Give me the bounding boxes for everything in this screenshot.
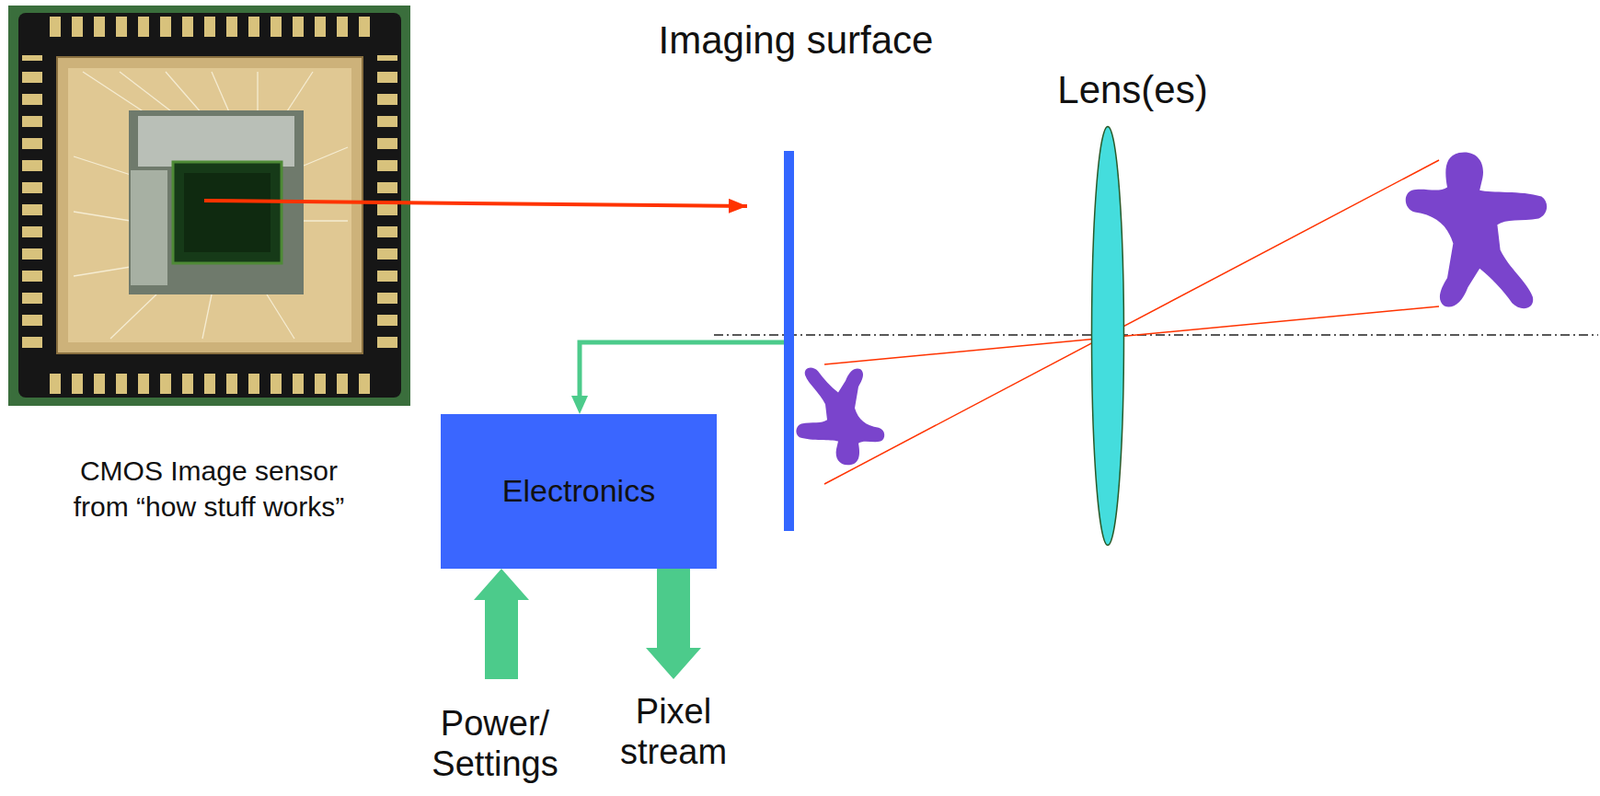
signal-connector [579, 342, 784, 396]
imaging-surface-bar: Imaging surface [783, 150, 795, 531]
light-ray [824, 306, 1439, 365]
bond-wire [119, 71, 175, 115]
pin-row [46, 16, 373, 37]
light-ray [824, 160, 1439, 484]
signal-label: Power/ Settings [402, 702, 588, 784]
bond-wire [285, 71, 313, 115]
photo-caption: CMOS Image sensor from “how stuff works” [61, 452, 357, 525]
bond-wire [211, 71, 231, 115]
node-label: Electronics [502, 472, 656, 509]
circuit-board [8, 5, 411, 406]
bond-wire [82, 71, 148, 115]
pin-row [22, 55, 43, 359]
bond-wire [73, 156, 131, 175]
chip-package [18, 12, 402, 398]
bond-wire [303, 219, 348, 221]
bond-wire [110, 294, 157, 339]
chip-cavity-inner [68, 68, 352, 343]
lens-shape [1090, 125, 1126, 547]
object-figure [1405, 151, 1547, 309]
pointer-arrow [204, 200, 748, 207]
pin-row [46, 373, 373, 394]
bond-wire [266, 294, 295, 339]
power-arrow [473, 568, 530, 680]
pixel-array [172, 161, 282, 264]
lens-ellipse [1092, 126, 1125, 546]
bond-wire [303, 147, 348, 166]
die-region [138, 115, 295, 167]
signal-label: Pixel stream [599, 690, 748, 772]
lens: Lens(es) [1090, 125, 1126, 547]
pixel-stream-arrow [645, 568, 702, 680]
pin-row [377, 55, 398, 359]
optical-axis [713, 333, 1599, 336]
bond-wire [165, 71, 203, 115]
image-figure [795, 368, 885, 466]
pixel-array-inner [184, 172, 271, 253]
chip-photo [8, 5, 411, 406]
node-heading: Lens(es) [1057, 68, 1208, 113]
chip-cavity [57, 57, 363, 354]
bond-wire [256, 71, 258, 115]
bond-wire [202, 294, 212, 339]
node-heading: Imaging surface [658, 18, 934, 63]
bond-wire [73, 211, 131, 221]
bond-wires [73, 71, 348, 339]
bond-wire [73, 266, 131, 277]
electronics-box: Electronics [440, 414, 717, 569]
die-region [130, 170, 168, 286]
